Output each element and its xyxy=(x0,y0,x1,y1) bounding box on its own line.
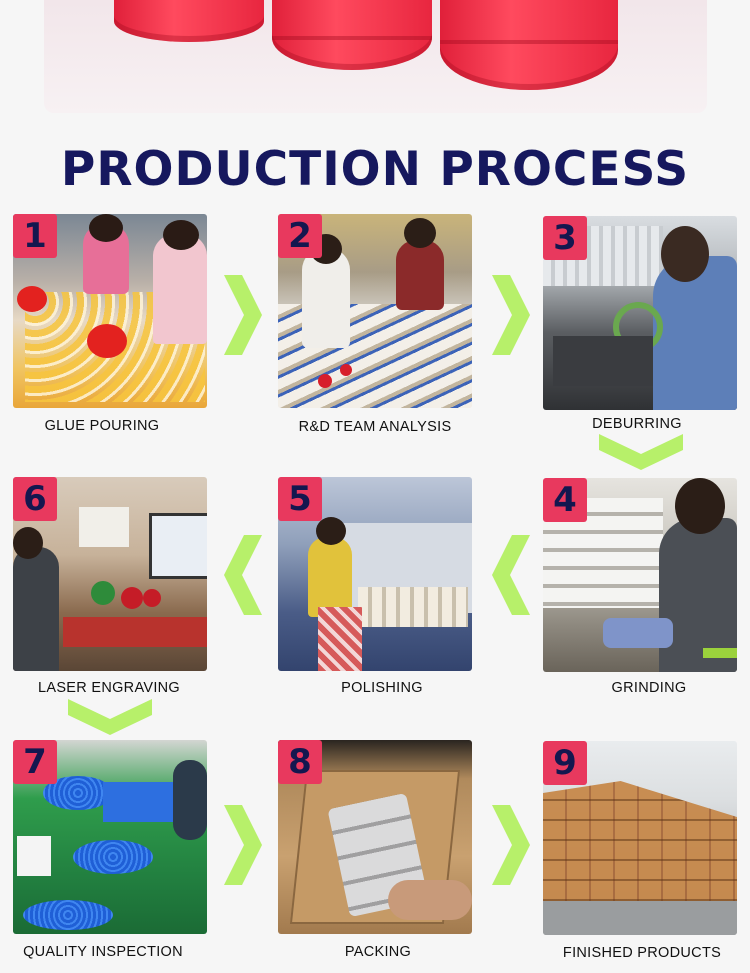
step-polishing: 5 xyxy=(278,477,472,671)
finished-products-photo xyxy=(543,741,737,935)
grinding-photo xyxy=(543,478,737,672)
arrow-right-icon xyxy=(224,275,262,355)
step-finished-products: 9 xyxy=(543,741,737,935)
product-photo-top xyxy=(44,0,707,113)
step-packing: 8 xyxy=(278,740,472,934)
packing-photo xyxy=(278,740,472,934)
step-quality-inspection: 7 xyxy=(13,740,207,934)
arrow-left-icon xyxy=(224,535,262,615)
page-title: PRODUCTION PROCESS xyxy=(60,142,690,197)
step-label: DEBURRING xyxy=(592,416,682,432)
arrow-right-icon xyxy=(492,805,530,885)
step-number-badge: 1 xyxy=(13,214,57,258)
step-deburring: 3 xyxy=(543,216,737,410)
step-number-badge: 6 xyxy=(13,477,57,521)
step-number-badge: 9 xyxy=(543,741,587,785)
polishing-photo xyxy=(278,477,472,671)
arrow-down-icon xyxy=(68,699,152,735)
step-label: LASER ENGRAVING xyxy=(37,680,181,696)
step-number-badge: 7 xyxy=(13,740,57,784)
step-label: FINISHED PRODUCTS xyxy=(562,945,722,961)
arrow-right-icon xyxy=(492,275,530,355)
step-label: R&D TEAM ANALYSIS xyxy=(298,419,452,435)
step-grinding: 4 xyxy=(543,478,737,672)
step-number-badge: 5 xyxy=(278,477,322,521)
glue-pouring-photo xyxy=(13,214,207,408)
arrow-right-icon xyxy=(224,805,262,885)
step-rd-team-analysis: 2 xyxy=(278,214,472,408)
step-number-badge: 4 xyxy=(543,478,587,522)
step-laser-engraving: 6 xyxy=(13,477,207,671)
step-number-badge: 2 xyxy=(278,214,322,258)
step-number-badge: 8 xyxy=(278,740,322,784)
step-label: GLUE POURING xyxy=(44,418,160,434)
step-label: POLISHING xyxy=(341,680,423,696)
quality-inspection-photo xyxy=(13,740,207,934)
arrow-down-icon xyxy=(599,434,683,470)
step-glue-pouring: 1 xyxy=(13,214,207,408)
arrow-left-icon xyxy=(492,535,530,615)
step-label: PACKING xyxy=(344,944,412,960)
step-number-badge: 3 xyxy=(543,216,587,260)
step-label: GRINDING xyxy=(611,680,687,696)
step-label: QUALITY INSPECTION xyxy=(23,944,183,960)
